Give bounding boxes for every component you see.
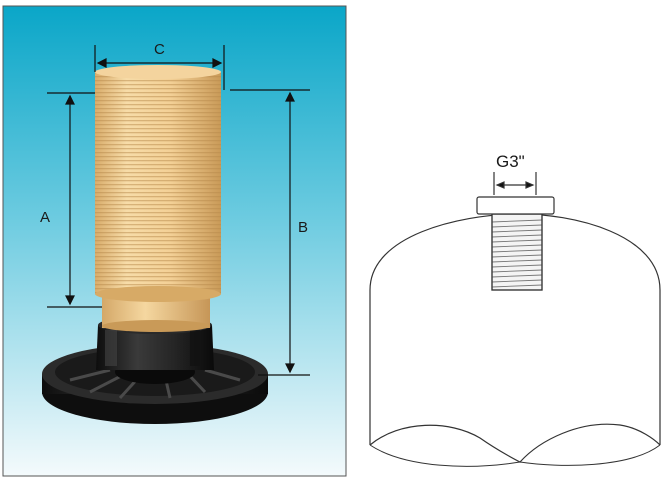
thread-size-label: G3" <box>496 152 525 171</box>
dimension-lines <box>47 45 310 376</box>
tank-drawing <box>369 172 661 467</box>
filter-base <box>42 316 268 424</box>
dimension-label-a: A <box>40 209 50 226</box>
filter-tube <box>95 65 221 302</box>
photo-panel: C A B <box>2 5 347 477</box>
threaded-port <box>476 196 555 291</box>
thread-dimension <box>493 172 537 195</box>
dimension-label-b: B <box>298 219 308 236</box>
dimension-label-c: C <box>154 41 165 58</box>
